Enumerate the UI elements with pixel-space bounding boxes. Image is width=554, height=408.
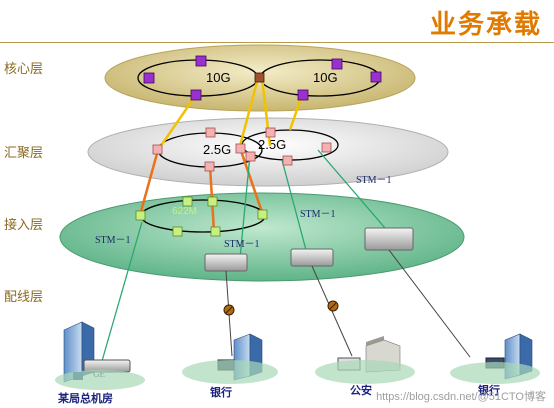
link-stm-1 — [239, 154, 251, 259]
core-node — [297, 89, 309, 101]
layer-label-access: 接入层 — [4, 218, 44, 233]
link-stm-2 — [281, 159, 307, 251]
core-node — [370, 71, 382, 83]
core-ring-right-label: 10G — [313, 70, 338, 85]
core-node — [331, 58, 343, 70]
agg-node — [282, 155, 293, 166]
access-node — [172, 226, 183, 237]
core-node — [190, 89, 202, 101]
agg-ring-left-label: 2.5G — [203, 142, 231, 157]
access-node — [257, 209, 268, 220]
site-plate — [55, 370, 145, 390]
modem-icon — [223, 304, 235, 316]
stm-label: STM－1 — [300, 209, 336, 220]
link-agg-acc-3 — [238, 147, 264, 213]
agg-node — [245, 151, 256, 162]
site-label-bureau: 某局总机房 — [58, 392, 113, 405]
core-ring-left-label: 10G — [206, 70, 231, 85]
access-ring-label: 622M — [172, 206, 197, 217]
access-device-2 — [290, 248, 334, 267]
layer-label-core: 核心层 — [4, 62, 44, 77]
agg-node — [265, 127, 276, 138]
link-dist-bank2 — [388, 249, 471, 358]
stm-label: STM－1 — [224, 239, 260, 250]
access-device-3 — [364, 227, 414, 251]
core-node — [195, 55, 207, 67]
site-plate — [182, 360, 278, 384]
agg-node — [321, 142, 332, 153]
layer-label-aggregation: 汇聚层 — [4, 146, 44, 161]
link-agg-acc-1 — [138, 149, 160, 216]
page-title: 业务承载 — [429, 10, 542, 40]
agg-node — [152, 144, 163, 155]
link-stm-3 — [317, 149, 386, 229]
stm-label: STM－1 — [356, 175, 392, 186]
access-layer-plate — [59, 192, 465, 282]
core-node — [143, 72, 155, 84]
access-node-group — [135, 196, 268, 237]
agg-node — [204, 161, 215, 172]
link-core-agg-4 — [288, 94, 304, 131]
site-plate — [450, 362, 540, 384]
title-underline — [0, 42, 554, 43]
access-node — [135, 210, 146, 221]
aggregation-layer-plate — [87, 117, 449, 187]
stm-label: STM－1 — [95, 235, 131, 246]
site-label-bank2: 银行 — [478, 384, 500, 397]
link-stm-4 — [99, 221, 143, 369]
agg-node — [205, 127, 216, 138]
core-junction-node — [254, 72, 265, 83]
agg-node — [235, 143, 246, 154]
site-label-bank1: 银行 — [210, 386, 232, 399]
access-node — [210, 226, 221, 237]
site-plate — [315, 360, 415, 384]
agg-node-group — [152, 127, 332, 172]
access-node — [182, 196, 193, 207]
modem-icon — [327, 300, 339, 312]
watermark: https://blog.csdn.net/@51CTO博客 — [376, 391, 546, 403]
core-node-group — [143, 55, 382, 101]
access-node — [207, 196, 218, 207]
layer-label-distribution: 配线层 — [4, 290, 44, 305]
link-core-agg-2 — [238, 77, 260, 147]
link-core-agg-1 — [156, 94, 198, 151]
access-device-1 — [204, 253, 248, 272]
agg-ring-right-label: 2.5G — [258, 137, 286, 152]
site-label-police: 公安 — [350, 384, 372, 397]
